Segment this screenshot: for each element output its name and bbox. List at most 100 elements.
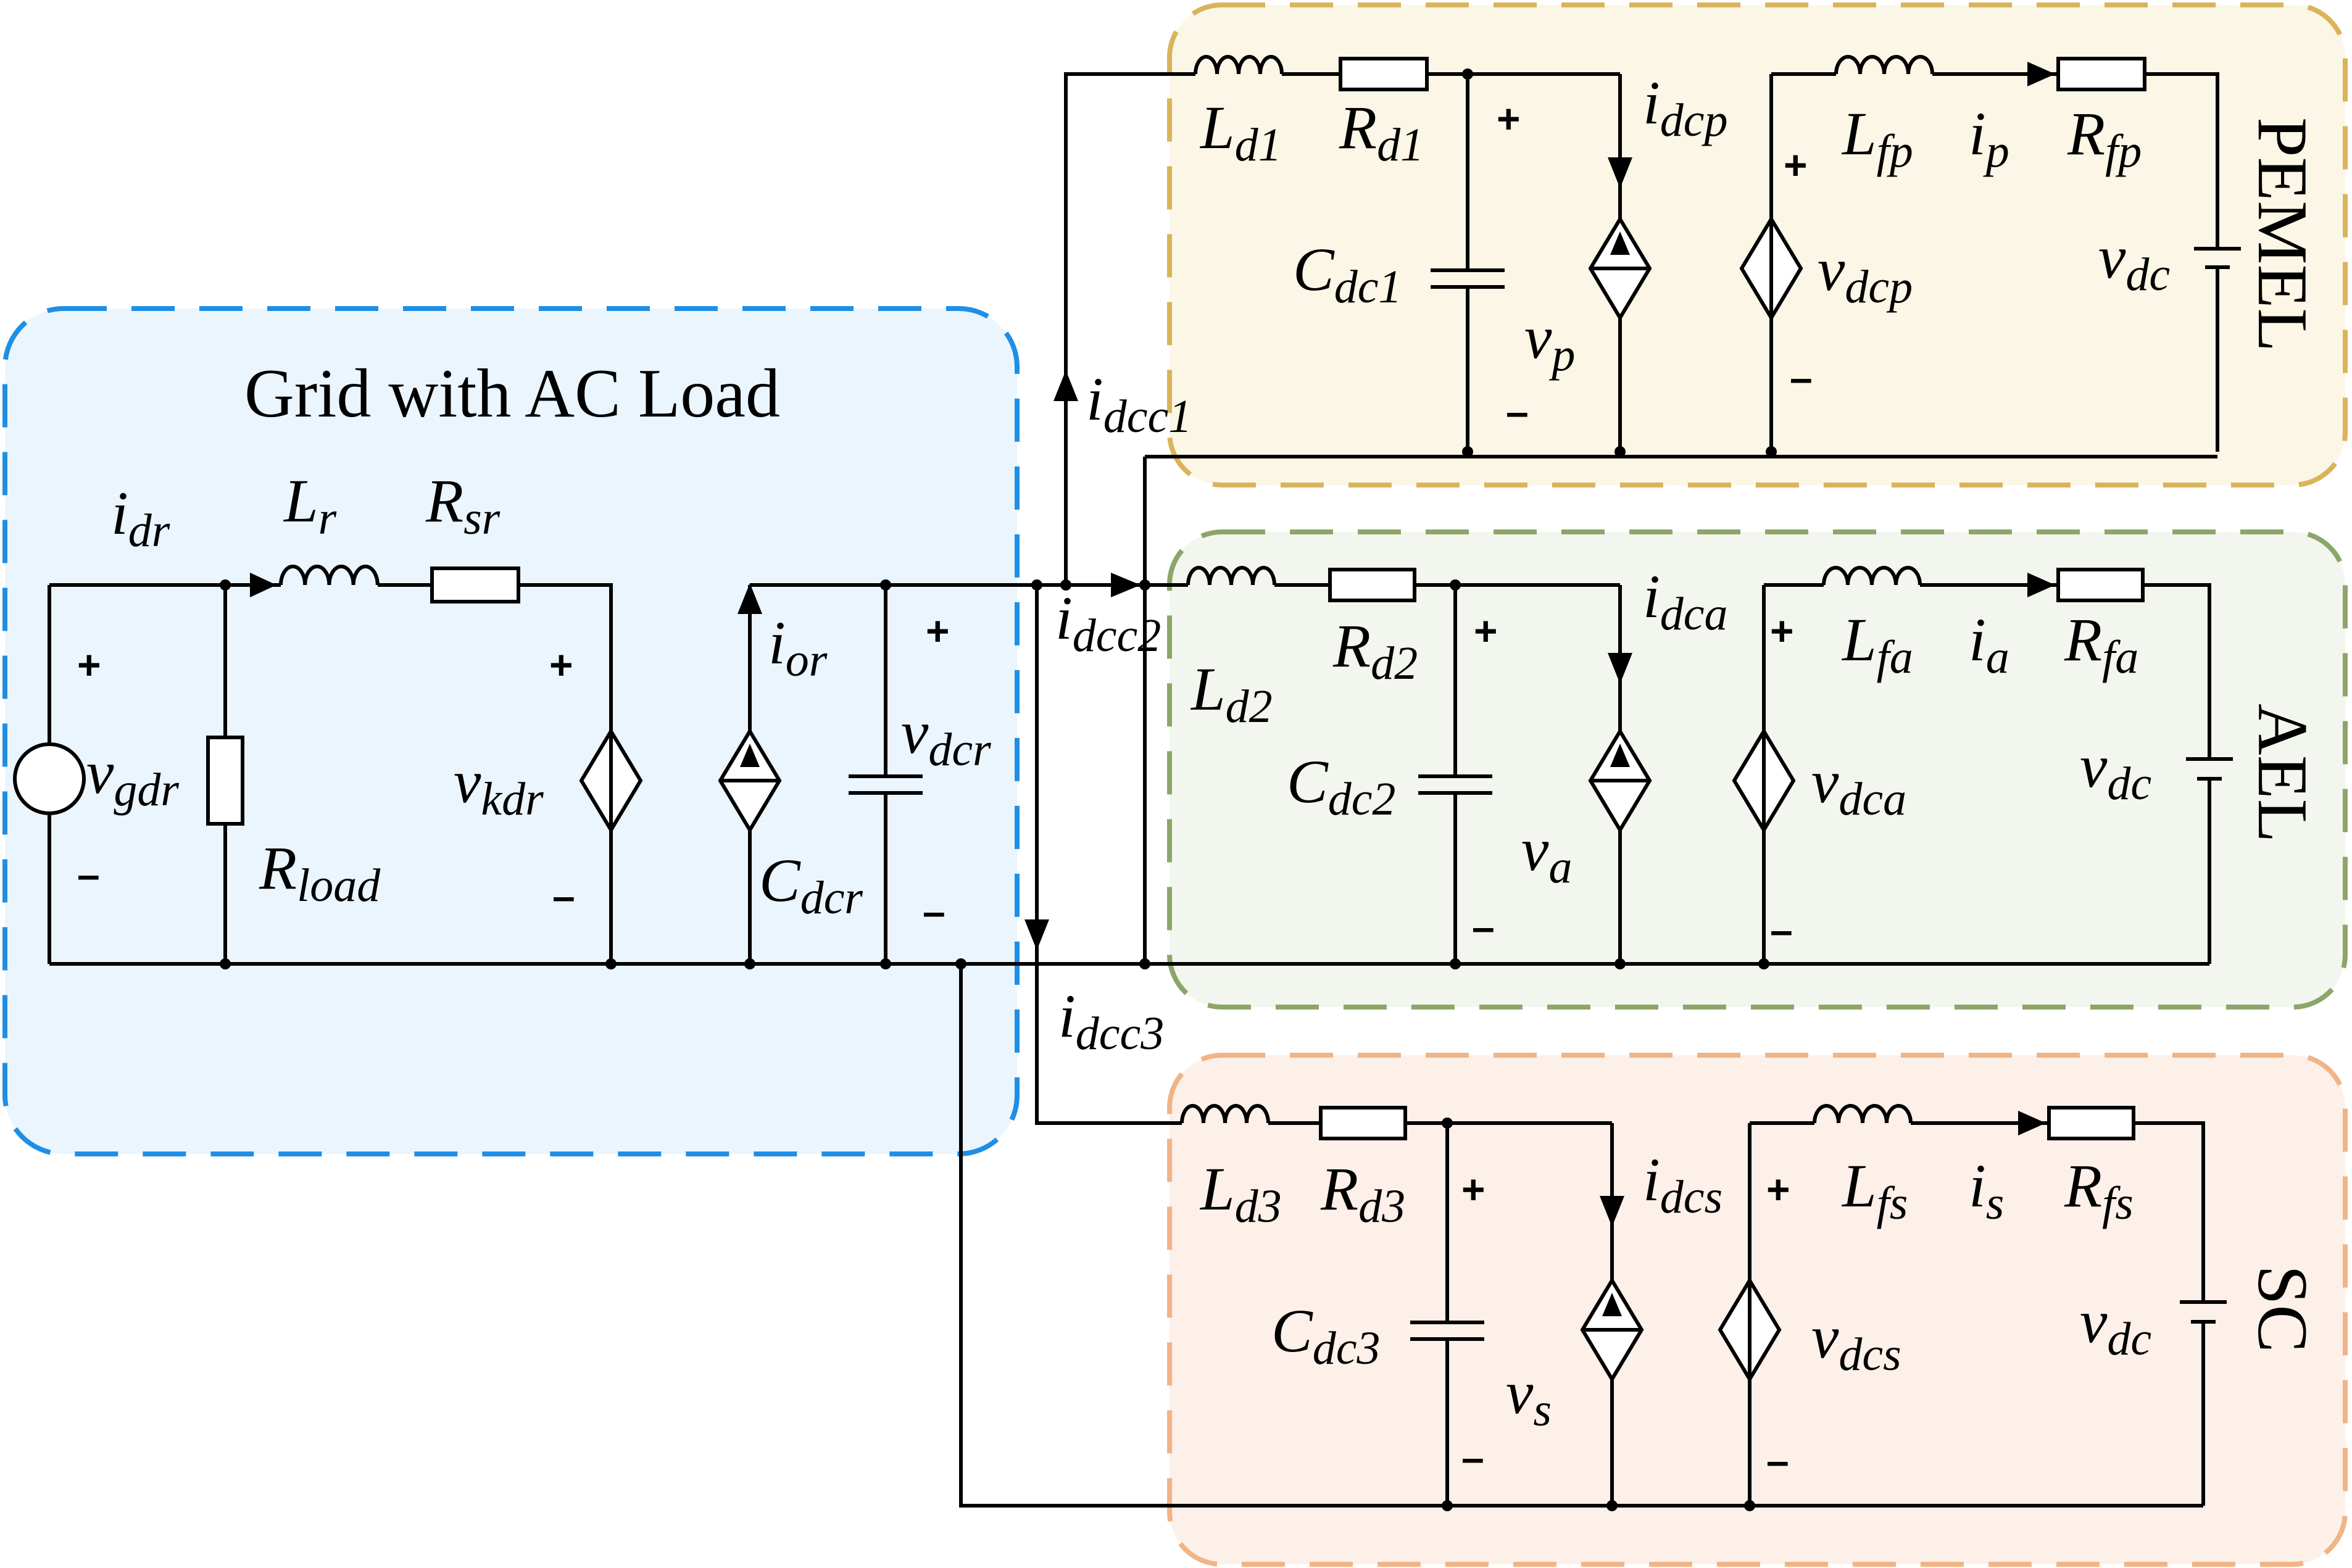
label-l-d2: Ld2 xyxy=(1190,655,1273,732)
idr-arrow xyxy=(250,573,276,597)
label-c-dc1: Cdc1 xyxy=(1293,235,1402,313)
sign-plus: + xyxy=(1784,142,1808,188)
sign-minus: – xyxy=(1472,904,1495,950)
sign-plus: + xyxy=(1461,1166,1486,1212)
inductor-lfa xyxy=(1822,566,1922,586)
label-r-fs: Rfs xyxy=(2064,1151,2134,1229)
sign-minus: – xyxy=(552,873,575,919)
label-v-dcr: vdcr xyxy=(901,698,991,776)
label-l-r: Lr xyxy=(283,467,337,544)
label-i-dcc2: idcc2 xyxy=(1055,584,1161,662)
label-i-dcc3: idcc3 xyxy=(1058,982,1164,1060)
sign-minus: – xyxy=(1790,355,1813,400)
label-i-dca: idca xyxy=(1643,562,1728,640)
label-i-a: ia xyxy=(1969,605,2009,683)
label-i-dcs: idcs xyxy=(1643,1145,1722,1223)
label-i-dcp: idcp xyxy=(1643,68,1728,146)
battery-vdc-sc xyxy=(2180,1300,2227,1324)
label-c-dc3: Cdc3 xyxy=(1271,1296,1380,1374)
idcc3-arrow xyxy=(1024,919,1049,950)
label-v-dcs: vdcs xyxy=(1811,1303,1901,1380)
battery-vdc-pemel xyxy=(2194,247,2241,269)
label-i-p: ip xyxy=(1969,99,2009,177)
voltage-source-icon xyxy=(13,742,86,815)
ael-region-title: AEL xyxy=(2243,703,2322,843)
label-i-dcc1: idcc1 xyxy=(1086,365,1192,442)
sign-minus: – xyxy=(1506,389,1529,434)
capacitor-cdcr xyxy=(849,774,923,795)
ael-circuit xyxy=(1186,566,2233,969)
idcc1-arrow xyxy=(1053,370,1078,401)
label-v-dcp: vdcp xyxy=(1818,235,1913,313)
resistor-rfa xyxy=(2056,568,2145,602)
sign-minus: – xyxy=(1770,907,1793,953)
sign-minus: – xyxy=(1461,1435,1484,1480)
label-l-fs: Lfs xyxy=(1841,1151,1908,1229)
label-r-fa: Rfa xyxy=(2064,605,2138,683)
label-v-kdr: vkdr xyxy=(454,747,544,825)
label-r-load: Rload xyxy=(259,834,381,911)
resistor-rfs xyxy=(2047,1106,2135,1140)
inductor-ld2 xyxy=(1186,566,1276,586)
dc-bus xyxy=(955,72,2203,1508)
sign-plus: + xyxy=(1766,1166,1790,1212)
load-resistor xyxy=(206,736,244,826)
grid-region xyxy=(2,306,1020,1156)
sign-minus: – xyxy=(923,889,945,934)
label-r-d1: Rd1 xyxy=(1339,93,1424,171)
pemel-region-title: PEMEL xyxy=(2243,117,2322,352)
label-r-d2: Rd2 xyxy=(1332,612,1418,689)
label-i-dr: idr xyxy=(111,479,170,557)
capacitor-cdc1 xyxy=(1431,268,1505,289)
is-arrow xyxy=(2018,1111,2046,1135)
label-i-or: ior xyxy=(768,608,828,686)
label-l-d1: Ld1 xyxy=(1199,93,1282,171)
label-v-dca: vdca xyxy=(1811,747,1906,825)
label-v-p: vp xyxy=(1524,303,1575,381)
idcs-arrow xyxy=(1600,1196,1624,1227)
sign-plus: + xyxy=(1497,96,1521,141)
inductor-lr xyxy=(279,565,380,586)
inductor-lfs xyxy=(1813,1104,1913,1124)
sign-plus: + xyxy=(1474,608,1498,653)
label-r-sr: Rsr xyxy=(425,467,501,544)
idca-arrow xyxy=(1608,653,1632,684)
resistor-rd1 xyxy=(1339,57,1429,91)
label-l-fa: Lfa xyxy=(1841,605,1913,683)
label-i-s: is xyxy=(1969,1151,2004,1229)
idcc2-arrow xyxy=(1111,573,1141,597)
capacitor-cdc3 xyxy=(1410,1321,1484,1341)
resistor-rfp xyxy=(2056,57,2146,91)
ael-labels: Ld2 Rd2 Cdc2 idca va vdca Lfa ia Rfa vdc… xyxy=(1190,562,2151,953)
battery-vdc-ael xyxy=(2186,757,2233,781)
ia-arrow xyxy=(2027,573,2055,597)
series-resistor xyxy=(430,566,520,604)
capacitor-cdc2 xyxy=(1418,774,1492,795)
sign-minus: – xyxy=(1766,1438,1789,1483)
label-r-d3: Rd3 xyxy=(1320,1155,1405,1232)
label-v-a: va xyxy=(1521,815,1572,893)
grid-region-title: Grid with AC Load xyxy=(244,355,780,432)
idcp-arrow xyxy=(1608,157,1632,188)
resistor-rd2 xyxy=(1328,568,1416,602)
label-v-s: vs xyxy=(1506,1358,1552,1436)
label-c-dcr: Cdcr xyxy=(759,846,863,924)
sign-plus: + xyxy=(926,608,950,653)
grid-labels: idr Lr Rsr vgdr Rload vkdr ior vdcr Cdcr… xyxy=(77,467,991,934)
inductor-lfp xyxy=(1834,55,1934,75)
label-l-fp: Lfp xyxy=(1841,99,1913,177)
inductor-ld1 xyxy=(1194,55,1284,75)
bus-labels: idcc1 idcc2 idcc3 xyxy=(1055,365,1192,1060)
label-c-dc2: Cdc2 xyxy=(1287,747,1395,825)
grid-circuit xyxy=(13,565,2209,969)
label-v-gdr: vgdr xyxy=(86,738,179,816)
sign-minus: – xyxy=(77,852,100,897)
ior-arrow xyxy=(738,583,762,614)
label-v-dc: vdc xyxy=(2080,1287,2151,1365)
pemel-labels: Ld1 Rd1 Cdc1 idcp vp vdcp Lfp ip Rfp vdc… xyxy=(1199,68,2170,434)
sc-region-title: SC xyxy=(2243,1265,2322,1353)
sc-labels: Ld3 Rd3 Cdc3 idcs vs vdcs Lfs is Rfs vdc… xyxy=(1199,1145,2151,1483)
resistor-rd3 xyxy=(1319,1106,1407,1140)
pemel-circuit xyxy=(1145,55,2241,458)
